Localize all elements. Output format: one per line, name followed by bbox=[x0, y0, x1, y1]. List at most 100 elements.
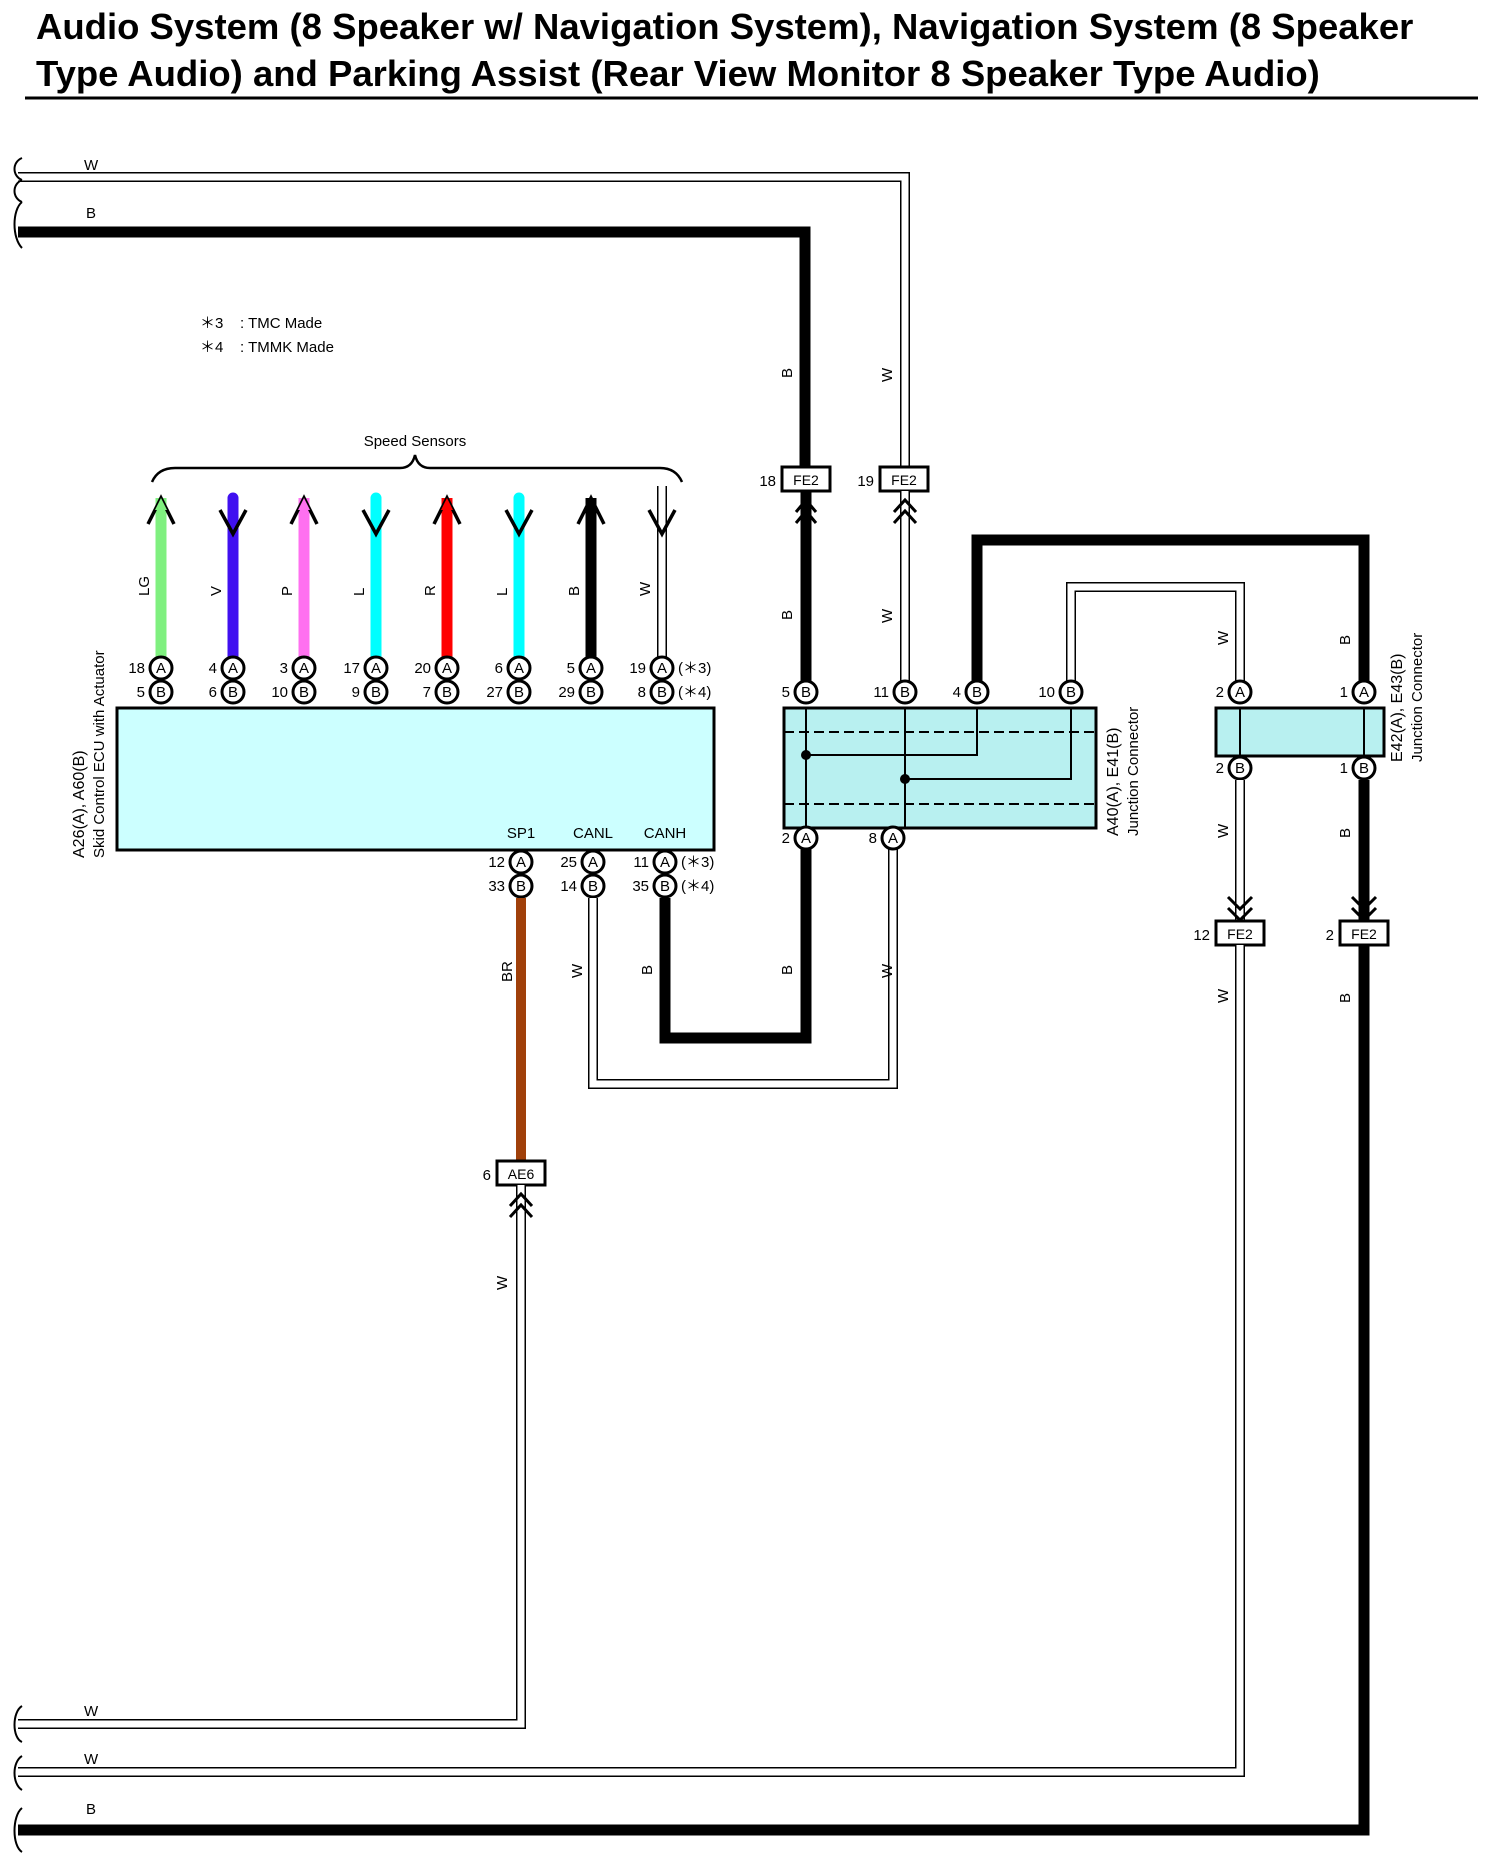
jc2-top-pin: A2 bbox=[1216, 679, 1253, 705]
pin-number-b: 27 bbox=[486, 684, 503, 701]
wire-label-bottom-b: B bbox=[86, 1801, 96, 1818]
break-marks-bottom bbox=[13, 1705, 23, 1853]
sensor-wire-fl-minus: VAB46FL− bbox=[208, 492, 248, 729]
variant-note-b: (＊4) bbox=[678, 684, 711, 701]
pin-letter: A bbox=[660, 854, 670, 871]
pin-a: A bbox=[1227, 679, 1253, 705]
chevron-up-icon bbox=[794, 497, 818, 524]
connector-code: AE6 bbox=[508, 1166, 535, 1182]
wire-label-fe2-19-upper: W bbox=[879, 367, 896, 382]
pin-number: 2 bbox=[782, 830, 790, 847]
pin-number-b: 5 bbox=[137, 684, 145, 701]
pin-letter: B bbox=[228, 684, 238, 701]
pin-number-b: 8 bbox=[638, 684, 646, 701]
pin-number-a: 19 bbox=[629, 660, 646, 677]
pin-number-a: 17 bbox=[343, 660, 360, 677]
wire-color-label: LG bbox=[136, 576, 153, 596]
wire-label-ae6-lower: W bbox=[494, 1275, 511, 1290]
wire-top-w bbox=[18, 172, 910, 470]
pin-a: A bbox=[880, 825, 906, 851]
pin-number: 5 bbox=[782, 684, 790, 701]
pin-number-a: 6 bbox=[495, 660, 503, 677]
pin-a: A bbox=[649, 655, 675, 681]
note-text-3: : TMC Made bbox=[240, 315, 322, 332]
pin-number-a: 11 bbox=[633, 854, 649, 871]
connector-code: FE2 bbox=[1351, 926, 1377, 942]
jc2-bottom-pin: B2 bbox=[1216, 755, 1253, 781]
connector-pin: 18 bbox=[759, 473, 776, 490]
pin-b: B bbox=[578, 679, 604, 705]
pin-letter: B bbox=[371, 684, 381, 701]
pin-letter: B bbox=[299, 684, 309, 701]
pin-letter: A bbox=[657, 660, 667, 677]
pin-letter: A bbox=[156, 660, 166, 677]
pin-b: B bbox=[363, 679, 389, 705]
connector-pin: 6 bbox=[483, 1167, 491, 1184]
pin-letter: A bbox=[299, 660, 309, 677]
variant-note-b: (＊4) bbox=[681, 878, 714, 895]
pin-letter: A bbox=[588, 854, 598, 871]
pin-number: 2 bbox=[1216, 684, 1224, 701]
connector-ae6: AE6 6 bbox=[483, 1159, 547, 1187]
speed-sensors-brace bbox=[150, 454, 684, 483]
wire-label-canh: B bbox=[639, 965, 656, 975]
jc1-label-main: A40(A), E41(B) bbox=[1105, 728, 1122, 836]
wire-label-jc2-b-upper: B bbox=[1337, 635, 1354, 645]
pin-letter: B bbox=[1235, 760, 1245, 777]
pin-letter: B bbox=[514, 684, 524, 701]
pin-a: A bbox=[652, 849, 678, 875]
wire-top-b bbox=[18, 226, 811, 470]
pin-letter: A bbox=[516, 854, 526, 871]
pin-number-b: 29 bbox=[558, 684, 575, 701]
pin-b: B bbox=[291, 679, 317, 705]
pin-letter: A bbox=[228, 660, 238, 677]
pin-number-b: 10 bbox=[271, 684, 288, 701]
pin-b: B bbox=[793, 679, 819, 705]
wire-label-fe2-19-lower: W bbox=[879, 608, 896, 623]
pin-number-b: 6 bbox=[209, 684, 217, 701]
connector-fe2-19: FE2 19 bbox=[857, 465, 930, 493]
pin-b: B bbox=[1227, 755, 1253, 781]
pin-a: A bbox=[1351, 679, 1377, 705]
wire-jc1-10-to-jc2-2 bbox=[1066, 582, 1245, 685]
jc2-top-pin: A1 bbox=[1340, 679, 1377, 705]
wire-label-jc2-b-lower: B bbox=[1337, 828, 1354, 838]
pin-letter: B bbox=[972, 684, 982, 701]
pin-b: B bbox=[1351, 755, 1377, 781]
arrow-up-icon bbox=[576, 494, 606, 525]
pin-a: A bbox=[434, 655, 460, 681]
variant-note-a: (＊3) bbox=[681, 854, 714, 871]
sensor-wire-fr-plus: PAB310FR+ bbox=[271, 494, 319, 729]
wire-color-label: W bbox=[637, 581, 654, 596]
connector-pin: 12 bbox=[1193, 927, 1210, 944]
wire-label-canl: W bbox=[569, 963, 586, 978]
wire-label-sp1: BR bbox=[499, 961, 516, 982]
pin-a: A bbox=[578, 655, 604, 681]
pin-number-b: 14 bbox=[560, 878, 577, 895]
pin-letter: B bbox=[516, 878, 526, 895]
pin-letter: B bbox=[801, 684, 811, 701]
wire-label-fe2-18-upper: B bbox=[779, 368, 796, 378]
note-mark-3: ＊3 bbox=[200, 315, 223, 332]
ecu-terminal-name: CANL bbox=[573, 825, 613, 842]
pin-letter: A bbox=[586, 660, 596, 677]
jc1-top-pin: B5 bbox=[782, 679, 819, 705]
pin-number-a: 20 bbox=[414, 660, 431, 677]
pin-number-a: 25 bbox=[560, 854, 577, 871]
title-line-1: Audio System (8 Speaker w/ Navigation Sy… bbox=[36, 6, 1413, 47]
wire-canl-to-jc1-8 bbox=[588, 845, 898, 1089]
jc1-label-sub: Junction Connector bbox=[1125, 707, 1142, 836]
wire-label-top-w: W bbox=[84, 157, 99, 174]
pin-letter: A bbox=[514, 660, 524, 677]
pin-number-a: 5 bbox=[567, 660, 575, 677]
junction-connector-1 bbox=[782, 706, 1098, 830]
pin-a: A bbox=[148, 655, 174, 681]
jc2-label-main: E42(A), E43(B) bbox=[1389, 654, 1406, 762]
chevron-up-icon bbox=[508, 1191, 534, 1219]
pin-number-a: 12 bbox=[488, 854, 505, 871]
chevron-up-icon bbox=[892, 497, 918, 525]
connector-code: FE2 bbox=[793, 472, 819, 488]
